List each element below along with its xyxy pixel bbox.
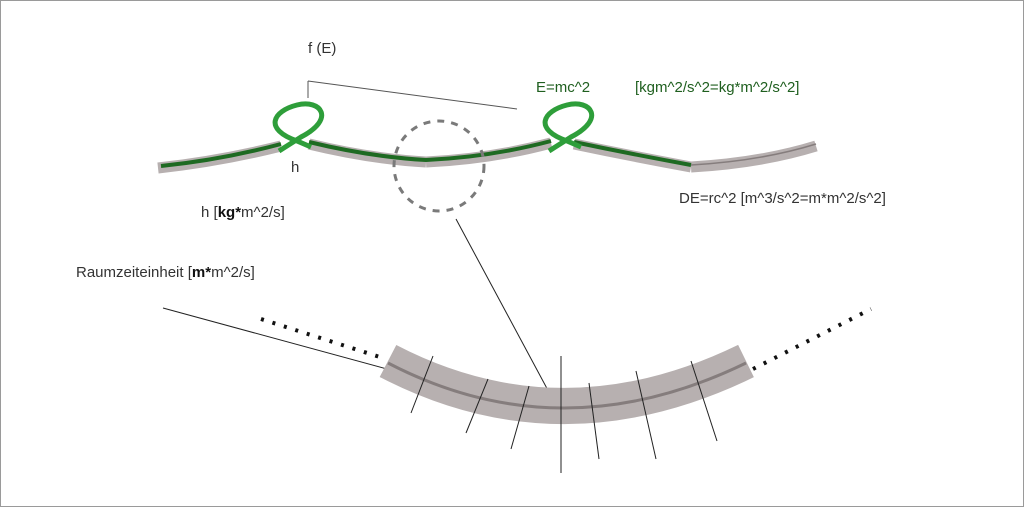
energy-strand-2 [308,139,552,163]
de-label: DE=rc^2 [m^3/s^2=m*m^2/s^2] [679,190,886,207]
h-label: h [291,159,299,176]
energy-loop-1 [272,101,325,154]
enlarged-band [260,307,872,473]
unit-ticks [410,355,718,473]
f-e-bracket [307,80,518,110]
top-chain [157,101,818,213]
emc2-label: E=mc^2 [536,79,590,96]
f-e-label: f (E) [308,40,336,57]
spacetime-core-4 [690,143,817,166]
raumzeiteinheit-label: Raumzeiteinheit [m*m^2/s] [76,264,255,281]
emc2-units-label: [kgm^2/s^2=kg*m^2/s^2] [635,79,799,96]
dotted-extension-left [260,317,387,361]
h-unit-label: h [kg*m^2/s] [201,204,285,221]
energy-strand-1 [160,142,282,168]
energy-strand-3 [573,140,692,167]
energy-loop-2 [542,101,595,154]
dotted-extension-right [752,307,872,371]
band-segment-4 [690,140,818,173]
zoom-circle [392,119,486,213]
zoom-pointer-line [455,218,559,410]
